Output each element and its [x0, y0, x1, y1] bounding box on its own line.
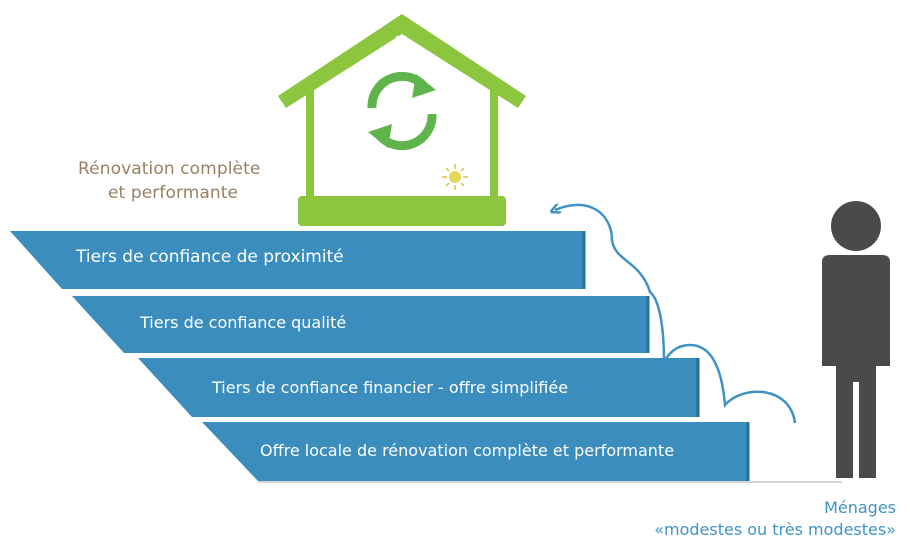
audience-caption: Ménages «modestes ou très modestes»: [654, 497, 896, 541]
step-2-label: Tiers de confiance qualité: [140, 313, 347, 332]
audience-caption-line2: «modestes ou très modestes»: [654, 520, 896, 539]
goal-caption-line2: et performante: [108, 183, 239, 203]
step-4: [202, 422, 748, 481]
audience-caption-line1: Ménages: [824, 498, 896, 517]
sun-icon: [442, 164, 468, 190]
goal-caption: Rénovation complète et performante: [78, 157, 260, 205]
step-3-label: Tiers de confiance financier - offre sim…: [212, 378, 569, 397]
step-2: [72, 296, 648, 353]
house-icon: [278, 14, 526, 226]
step-1-label: Tiers de confiance de proximité: [76, 247, 344, 267]
recycle-arrows-icon: [367, 71, 437, 151]
step-3: [138, 358, 698, 417]
step-1: [10, 231, 584, 289]
curved-arrow-icon: [555, 205, 797, 424]
goal-caption-line1: Rénovation complète: [78, 159, 261, 179]
step-4-label: Offre locale de rénovation complète et p…: [260, 441, 675, 460]
person-icon: [822, 201, 890, 478]
step-stack: [10, 231, 842, 483]
